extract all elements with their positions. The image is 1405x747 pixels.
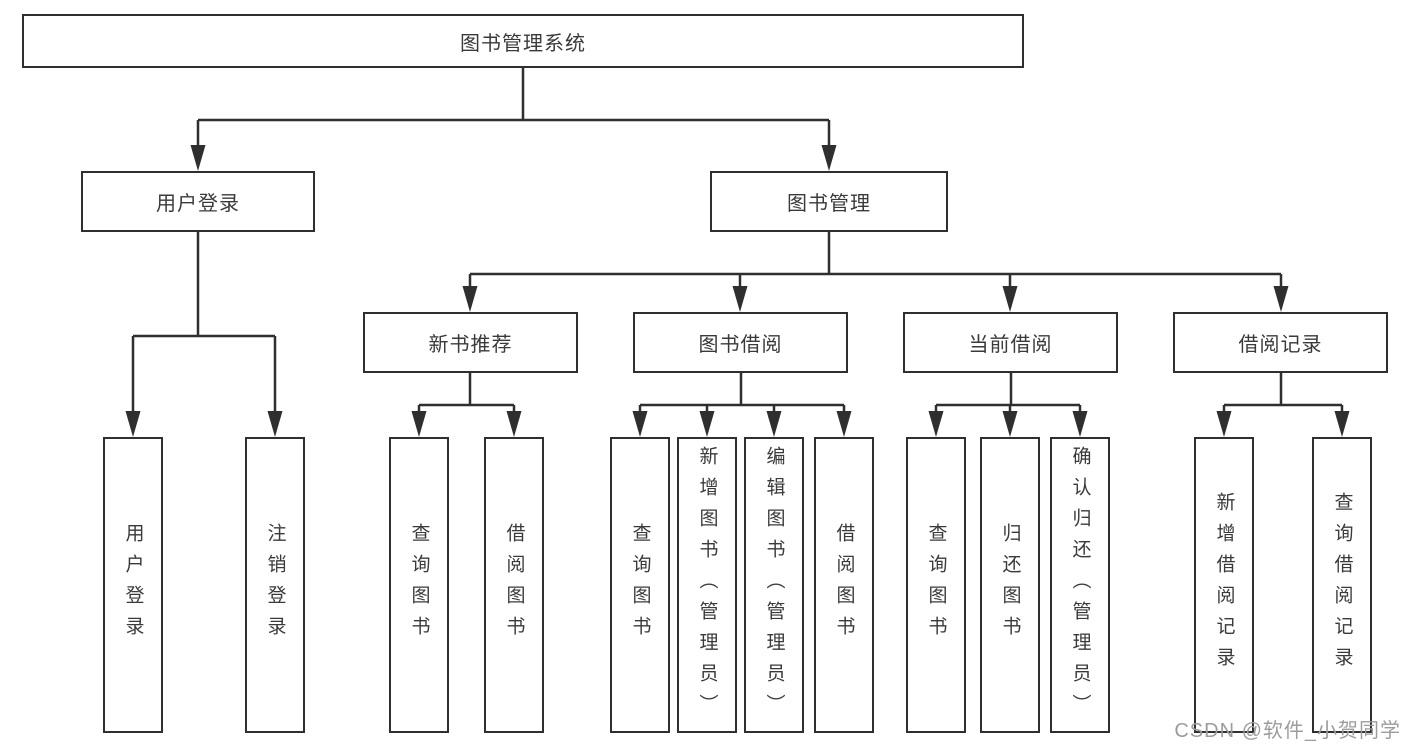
leaf-current-query-books-label: 查询图书 [925, 523, 947, 647]
csdn-watermark: CSDN @软件_小贺同学 [1174, 720, 1401, 742]
node-current-borrow-label: 当前借阅 [968, 334, 1053, 356]
node-book-borrow-label: 图书借阅 [698, 334, 783, 356]
leaf-recommend-query-books-label: 查询图书 [408, 523, 430, 647]
leaf-query-borrow-record-label: 查询借阅记录 [1331, 492, 1353, 678]
connector-borrow-records-to-leaves [1216, 373, 1350, 437]
leaf-borrow-query-books-label: 查询图书 [629, 523, 651, 647]
leaf-logout: 注销登录 [245, 437, 305, 733]
leaf-confirm-return-admin-label: 确认归还（管理员） [1069, 445, 1091, 725]
node-borrow-records: 借阅记录 [1173, 312, 1388, 373]
leaf-current-query-books: 查询图书 [906, 437, 966, 733]
leaf-return-books-label: 归还图书 [999, 523, 1021, 647]
leaf-edit-book-admin-label: 编辑图书（管理员） [763, 445, 785, 725]
leaf-add-book-admin: 新增图书（管理员） [677, 437, 737, 733]
leaf-logout-label: 注销登录 [264, 523, 286, 647]
leaf-user-login: 用户登录 [103, 437, 163, 733]
node-current-borrow: 当前借阅 [903, 312, 1118, 373]
connector-book-borrow-to-leaves [632, 373, 852, 437]
connector-current-borrow-to-leaves [928, 373, 1088, 437]
node-library-system-label: 图书管理系统 [460, 32, 586, 55]
node-new-book-recommend-label: 新书推荐 [428, 334, 513, 356]
node-book-management: 图书管理 [710, 171, 948, 232]
node-borrow-records-label: 借阅记录 [1238, 334, 1323, 356]
leaf-user-login-label: 用户登录 [122, 523, 144, 647]
leaf-edit-book-admin: 编辑图书（管理员） [744, 437, 804, 733]
leaf-query-borrow-record: 查询借阅记录 [1312, 437, 1372, 733]
leaf-confirm-return-admin: 确认归还（管理员） [1050, 437, 1110, 733]
connector-new-book-recommend-to-leaves [411, 373, 522, 437]
connector-book-management-to-level3 [462, 232, 1289, 312]
leaf-borrow-query-books: 查询图书 [610, 437, 670, 733]
connector-user-login-to-leaves [125, 232, 283, 437]
leaf-recommend-borrow-books-label: 借阅图书 [503, 523, 525, 647]
leaf-return-books: 归还图书 [980, 437, 1040, 733]
node-book-borrow: 图书借阅 [633, 312, 848, 373]
leaf-borrow-books-label: 借阅图书 [833, 523, 855, 647]
leaf-add-borrow-record: 新增借阅记录 [1194, 437, 1254, 733]
leaf-add-book-admin-label: 新增图书（管理员） [696, 445, 718, 725]
node-library-system: 图书管理系统 [22, 14, 1024, 68]
leaf-borrow-books: 借阅图书 [814, 437, 874, 733]
node-user-login-label: 用户登录 [156, 193, 240, 215]
connector-root-to-level2 [190, 68, 837, 171]
node-book-management-label: 图书管理 [787, 193, 871, 215]
leaf-add-borrow-record-label: 新增借阅记录 [1213, 492, 1235, 678]
node-new-book-recommend: 新书推荐 [363, 312, 578, 373]
node-user-login: 用户登录 [81, 171, 315, 232]
leaf-recommend-borrow-books: 借阅图书 [484, 437, 544, 733]
leaf-recommend-query-books: 查询图书 [389, 437, 449, 733]
